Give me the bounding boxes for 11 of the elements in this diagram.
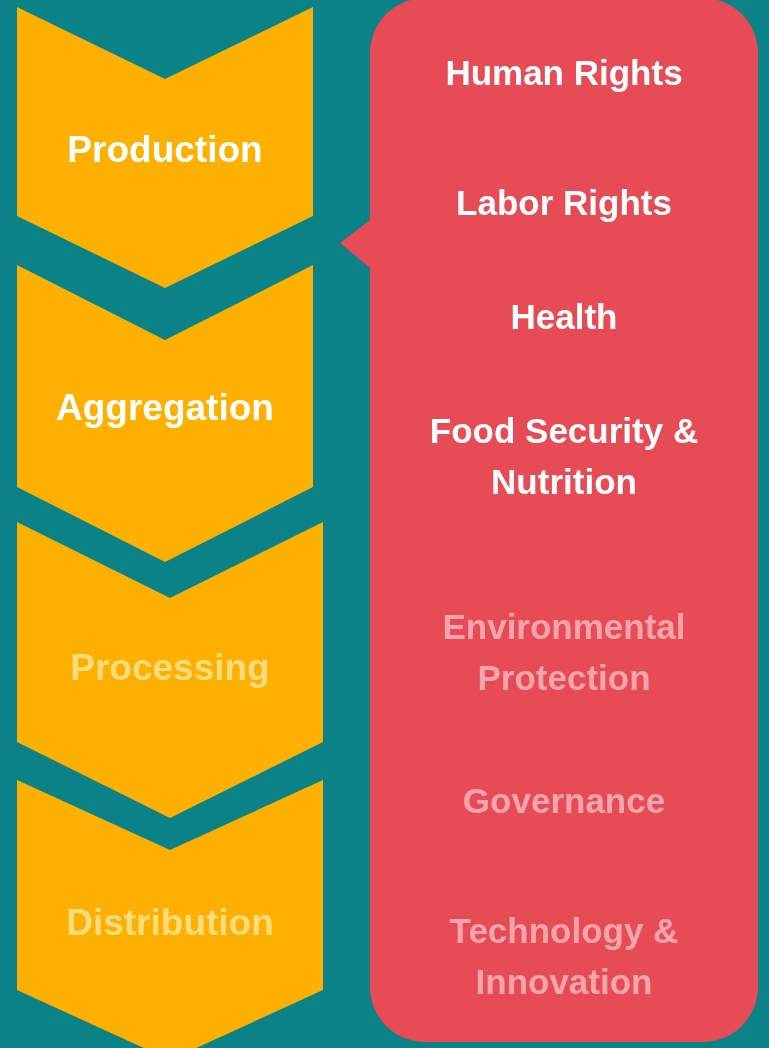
stage-label: Distribution (65, 901, 275, 945)
topic-label: Food Security & Nutrition (370, 406, 758, 514)
topic-label: Labor Rights (370, 178, 758, 230)
topic-label: Technology & Innovation (370, 906, 758, 1014)
topic-label: Governance (370, 776, 758, 828)
topic-label: Health (370, 292, 758, 344)
topic-label: Environmental Protection (370, 602, 758, 710)
topic-label: Human Rights (370, 48, 758, 100)
stage-label: Processing (69, 646, 271, 690)
stage-label: Aggregation (55, 386, 275, 430)
stage-label: Production (66, 128, 264, 172)
